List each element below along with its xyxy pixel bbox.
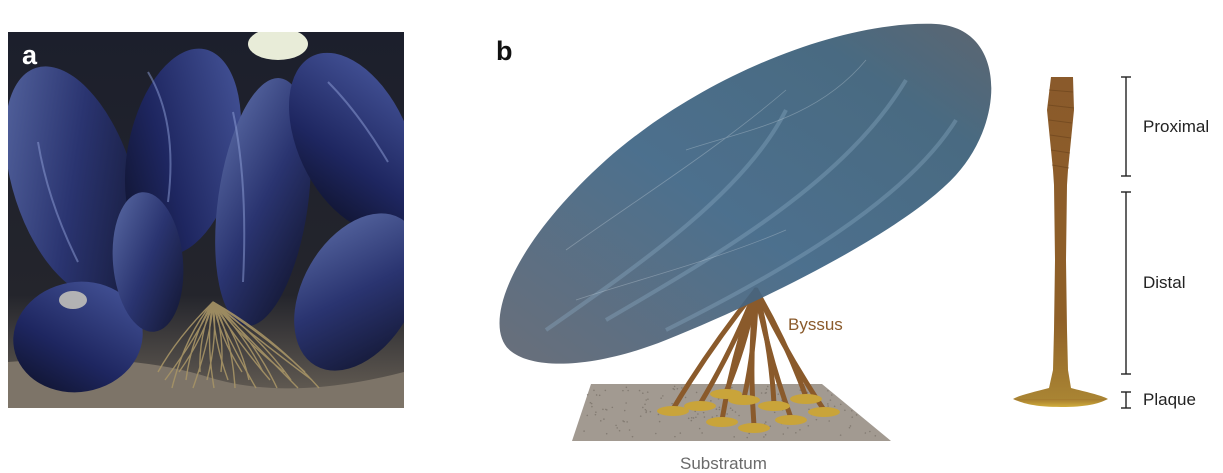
byssus-plaque	[808, 407, 840, 417]
pale-shell	[248, 32, 308, 60]
mussel-shell	[13, 281, 143, 393]
mussel-shell	[288, 52, 404, 232]
panel-letter-b: b	[496, 36, 513, 66]
byssus-plaques	[657, 389, 840, 433]
mussel-shell	[112, 192, 184, 332]
mussel-photo-illustration	[8, 32, 404, 408]
single-thread	[1013, 77, 1108, 399]
byssal-threads	[157, 301, 320, 389]
range-brackets	[1121, 76, 1131, 409]
byssus-plaque	[657, 406, 689, 416]
byssus-plaque	[790, 394, 822, 404]
mussel-photo: a	[8, 32, 404, 408]
panel-letter-a: a	[22, 40, 38, 70]
mussel-shell	[8, 66, 142, 298]
byssus-plaque	[775, 415, 807, 425]
mussel-shell	[294, 213, 404, 371]
byssus-label: Byssus	[788, 315, 843, 334]
mussel-diagram-illustration	[499, 23, 1131, 441]
mussel-shell	[499, 23, 992, 364]
byssus-plaque	[758, 401, 790, 411]
proximal-label: Proximal	[1143, 117, 1210, 136]
mussel-shell	[215, 78, 311, 326]
byssus-plaque	[738, 423, 770, 433]
thread-plaque	[1013, 399, 1108, 407]
plaque-label: Plaque	[1143, 390, 1196, 409]
distal-label: Distal	[1143, 273, 1186, 292]
byssus-plaque	[684, 401, 716, 411]
substratum-label: Substratum	[680, 454, 767, 473]
mussel-diagram: b Byssus Substratum Proximal Distal Plaq…	[486, 0, 1223, 472]
byssus-plaque	[706, 417, 738, 427]
byssus-plaque	[710, 389, 742, 399]
